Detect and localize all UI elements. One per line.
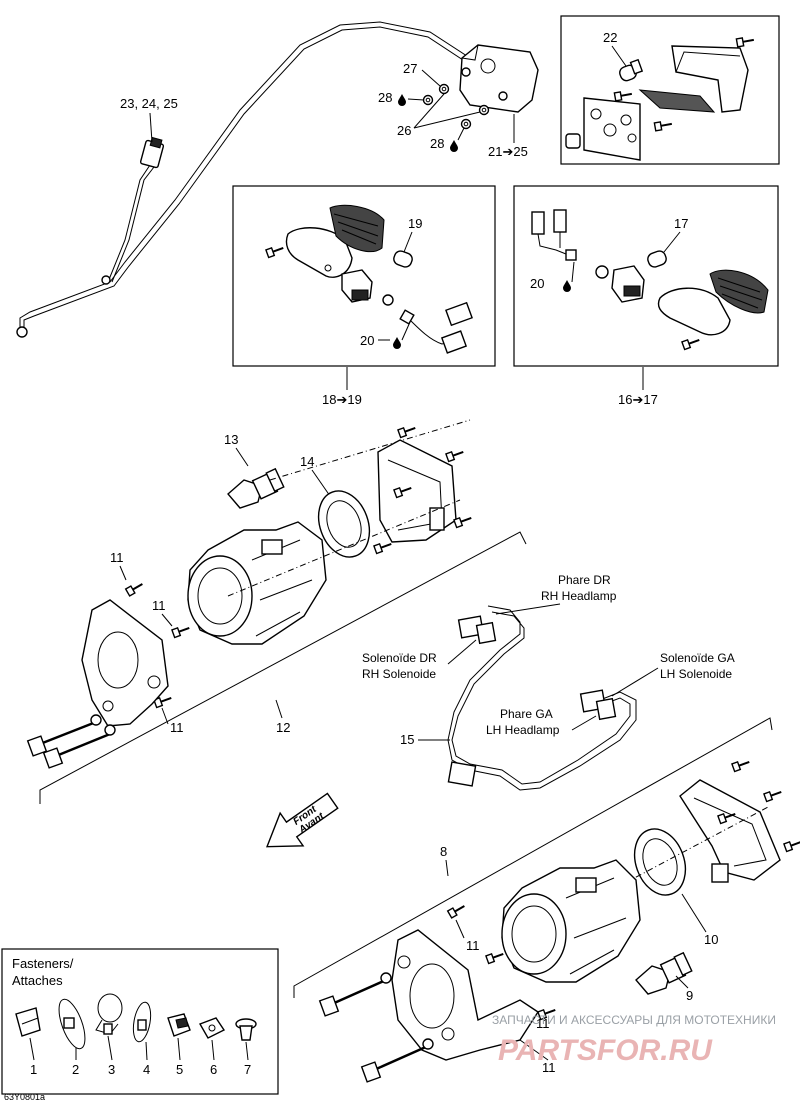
label-rh-solenoide: RH Solenoide	[362, 667, 436, 681]
headlamp-cover-rh	[377, 439, 457, 543]
callout-19-box: 19	[408, 216, 422, 231]
adjuster-screw-rh-2	[42, 724, 116, 769]
drop-icon	[398, 94, 406, 106]
fastener-rivet-7	[235, 1018, 257, 1041]
ref-16-17: 16➔17	[618, 392, 658, 407]
callout-8: 8	[440, 844, 447, 859]
fastener-clip-5	[167, 1013, 191, 1037]
tail-light-housing	[459, 44, 539, 113]
label-phare-dr: Phare DR	[558, 573, 611, 587]
label-lh-headlamp: LH Headlamp	[486, 723, 560, 737]
callout-17: 17	[674, 216, 688, 231]
turn-signal-bulb-lh	[647, 250, 667, 268]
callout-11-f: 11	[542, 1060, 556, 1075]
fastener-tie-3	[95, 993, 123, 1035]
fastener-tie-4	[132, 1001, 152, 1043]
drop-icon	[563, 280, 571, 292]
tail-reflector	[638, 89, 716, 113]
fastener-tie-2	[58, 998, 86, 1050]
adjuster-screw-rh-1	[26, 714, 102, 757]
callout-fastener-4: 4	[143, 1062, 150, 1077]
callout-20-box2: 20	[530, 276, 544, 291]
bracket-line-8	[293, 717, 773, 998]
headlamp-housing-lh	[501, 859, 641, 983]
callout-15: 15	[400, 732, 414, 747]
tail-lens	[671, 45, 749, 113]
callout-23-24-25: 23, 24, 25	[120, 96, 178, 111]
bracket-line-12	[39, 531, 527, 804]
headlamp-bulb-rh	[227, 467, 285, 509]
callout-28-bottom: 28	[430, 136, 444, 151]
callout-fastener-1: 1	[30, 1062, 37, 1077]
turn-signal-bulb-rh	[393, 250, 413, 268]
callout-10: 10	[704, 932, 718, 947]
front-arrow-icon: Front Avant	[266, 792, 339, 848]
callout-12: 12	[276, 720, 290, 735]
tail-bulb	[619, 58, 644, 82]
turn-signal-rh	[285, 204, 385, 278]
adjuster-screw-lh-2	[360, 1038, 434, 1083]
tail-light-harness	[16, 21, 486, 338]
bulb-socket-lh	[611, 265, 645, 303]
callout-11-a: 11	[110, 550, 124, 565]
callout-26: 26	[397, 123, 411, 138]
callout-14: 14	[300, 454, 314, 469]
headlamp-harness	[447, 605, 637, 791]
ref-21-25: 21➔25	[488, 144, 528, 159]
callout-28-top: 28	[378, 90, 392, 105]
detail-box-16-17	[513, 185, 779, 367]
callout-11-d: 11	[466, 938, 480, 953]
watermark-line-2: PARTSFOR.RU	[498, 1034, 713, 1067]
detail-box-18-19	[232, 185, 496, 367]
callout-13: 13	[224, 432, 238, 447]
drop-icon	[393, 337, 401, 349]
wire-connector-lh	[531, 209, 577, 261]
fasteners-title-2: Attaches	[12, 973, 63, 988]
drop-icon	[450, 140, 458, 152]
headlamp-cover-lh	[679, 779, 781, 883]
figure-code: 63Y0801a	[4, 1092, 45, 1102]
fastener-clamp	[15, 1007, 41, 1037]
watermark-line-1: ЗАПЧАСТИ И АКСЕССУАРЫ ДЛЯ МОТОТЕХНИКИ	[492, 1013, 776, 1027]
wire-connector-rh	[399, 301, 473, 354]
label-phare-ga: Phare GA	[500, 707, 553, 721]
fastener-clip-6	[198, 1017, 226, 1039]
label-solenoide-dr: Solenoïde DR	[362, 651, 437, 665]
bulb-socket-rh	[341, 269, 373, 303]
mounting-plate-rh	[81, 599, 169, 727]
headlamp-bulb-lh	[635, 951, 693, 995]
callout-11-e: 11	[536, 1016, 550, 1031]
label-solenoide-ga: Solenoïde GA	[660, 651, 735, 665]
fasteners-box	[1, 948, 279, 1095]
callout-11-c: 11	[170, 720, 184, 735]
tail-lamp-plate	[583, 97, 641, 161]
adjuster-screw-lh-1	[318, 972, 392, 1017]
label-rh-headlamp: RH Headlamp	[541, 589, 617, 603]
callout-9: 9	[686, 988, 693, 1003]
callout-fastener-3: 3	[108, 1062, 115, 1077]
callout-20-box1: 20	[360, 333, 374, 348]
turn-signal-lh	[657, 269, 769, 336]
callout-22: 22	[603, 30, 617, 45]
headlamp-housing-rh	[187, 521, 327, 645]
callout-fastener-6: 6	[210, 1062, 217, 1077]
fasteners-title-1: Fasteners/	[12, 956, 74, 971]
callout-fastener-2: 2	[72, 1062, 79, 1077]
headlamp-seal-rh	[317, 490, 371, 558]
callout-fastener-5: 5	[176, 1062, 183, 1077]
callout-27: 27	[403, 61, 417, 76]
headlamp-seal-lh	[633, 828, 687, 896]
ref-18-19: 18➔19	[322, 392, 362, 407]
callout-11-b: 11	[152, 598, 166, 613]
label-lh-solenoide: LH Solenoide	[660, 667, 732, 681]
callout-fastener-7: 7	[244, 1062, 251, 1077]
detail-box-21-25	[560, 15, 780, 165]
